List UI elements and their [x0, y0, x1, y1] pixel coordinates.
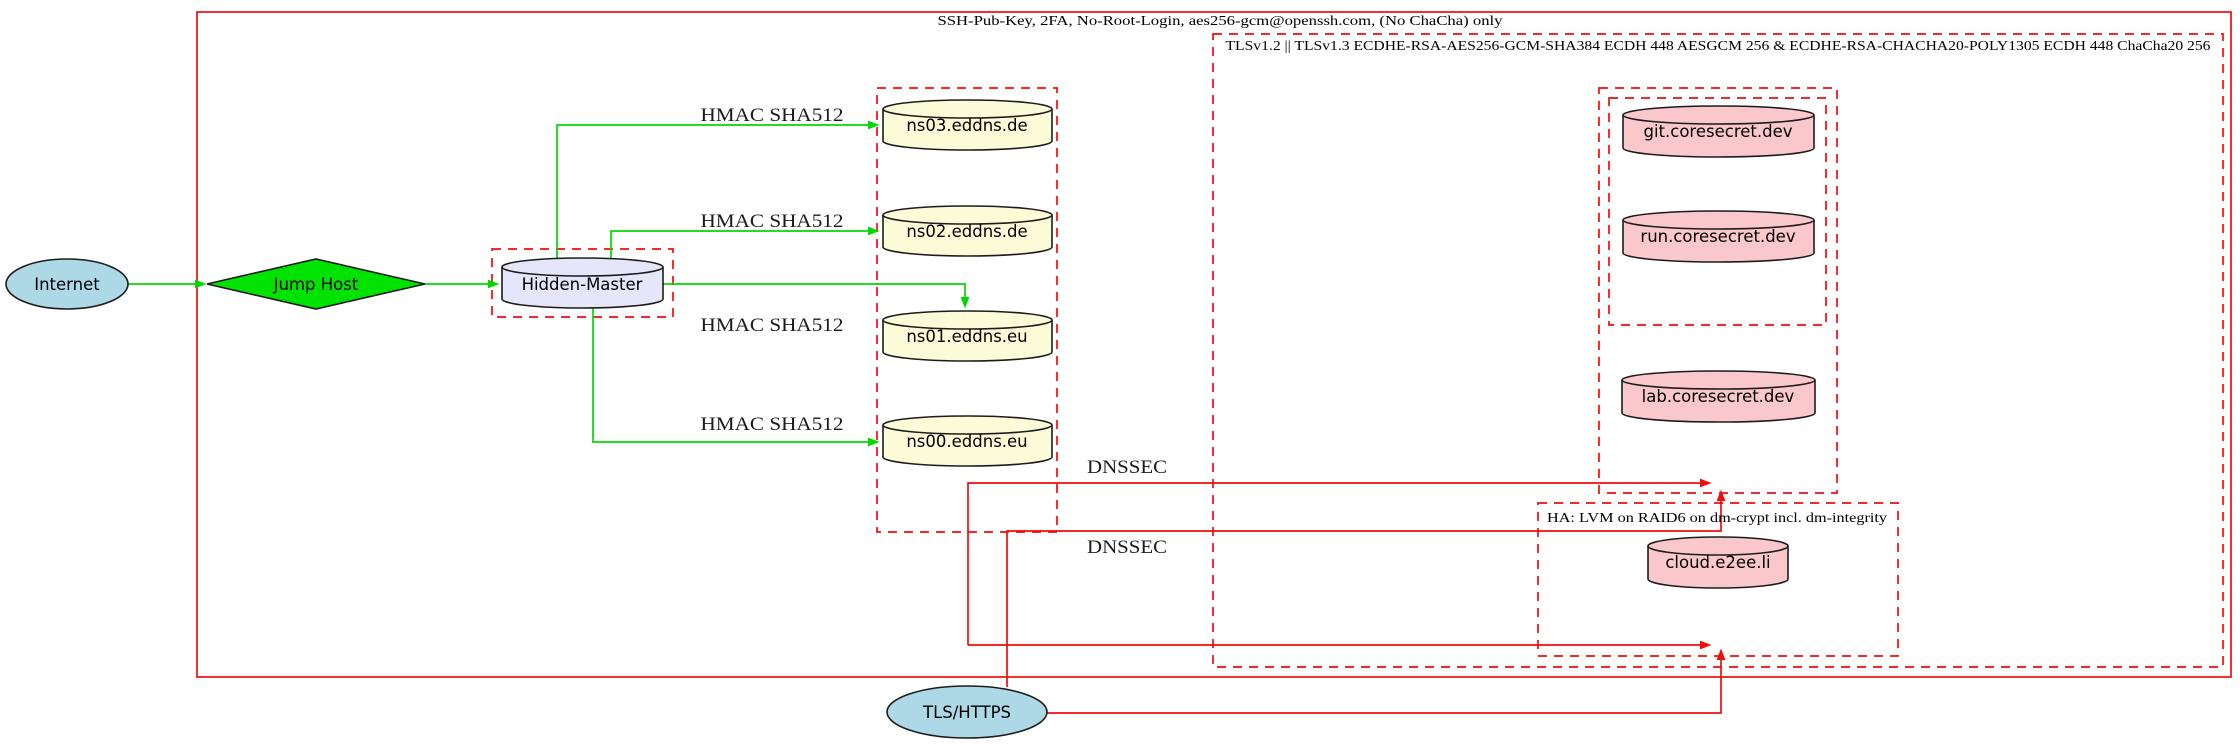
tls-cluster-label: TLSv1.2 || TLSv1.3 ECDHE-RSA-AES256-GCM-…	[1226, 39, 2211, 54]
edge-dnssec-to-coresecret	[967, 478, 1712, 645]
edge-tlshttps-to-ha	[1047, 648, 1726, 714]
cylinder-lid	[1622, 114, 1815, 125]
cylinder-body	[1647, 536, 1789, 589]
tls-cluster-box	[1212, 33, 2224, 668]
cylinder-body	[882, 205, 1053, 257]
hmac-label-ns00: HMAC SHA512	[701, 414, 844, 435]
hidden-master-node	[501, 257, 664, 309]
ns02-label: ns02.eddns.de	[906, 222, 1027, 241]
cylinder-body	[501, 257, 664, 309]
tls-https-node	[886, 685, 1048, 739]
jump-host-label: Jump Host	[273, 275, 359, 294]
cylinder-lid	[1622, 219, 1815, 230]
ns02-node	[882, 205, 1053, 257]
cylinder-lid	[882, 108, 1053, 119]
ssh-cluster-label: SSH-Pub-Key, 2FA, No-Root-Login, aes256-…	[938, 14, 1503, 29]
lab-node	[1621, 370, 1816, 423]
edge-hiddenmaster-to-ns03	[556, 120, 880, 258]
cylinder-body	[882, 99, 1053, 151]
coresecret-inner-cluster-box	[1608, 97, 1827, 326]
tls-https-label: TLS/HTTPS	[922, 703, 1011, 722]
cylinder-body	[882, 310, 1053, 362]
edge-hiddenmaster-to-ns02	[610, 226, 880, 258]
internet-label: Internet	[34, 275, 100, 294]
edge-tlshttps-to-coresecret	[1006, 489, 1726, 687]
cylinder-lid	[882, 214, 1053, 225]
dnssec-label-bottom: DNSSEC	[1087, 537, 1167, 558]
ns00-label: ns00.eddns.eu	[906, 432, 1027, 451]
lab-label: lab.coresecret.dev	[1642, 387, 1795, 406]
run-label: run.coresecret.dev	[1640, 227, 1795, 246]
jump-host-node	[206, 258, 426, 310]
git-label: git.coresecret.dev	[1643, 122, 1792, 141]
dns-cluster-box	[876, 87, 1058, 533]
ns03-node	[882, 99, 1053, 151]
cylinder-lid	[882, 319, 1053, 330]
internet-node	[5, 258, 129, 310]
cylinder-body	[1621, 370, 1816, 423]
cylinder-body	[1622, 105, 1815, 158]
dnssec-label-top: DNSSEC	[1087, 457, 1167, 478]
run-node	[1622, 210, 1815, 263]
cloud-label: cloud.e2ee.li	[1665, 553, 1770, 572]
coresecret-outer-cluster-box	[1598, 87, 1838, 494]
edge-hiddenmaster-to-ns00	[592, 308, 880, 447]
hidden-master-label: Hidden-Master	[522, 275, 643, 294]
ns03-label: ns03.eddns.de	[906, 116, 1027, 135]
hmac-label-ns01: HMAC SHA512	[701, 315, 844, 336]
ns00-node	[882, 415, 1053, 467]
cylinder-body	[882, 415, 1053, 467]
cylinder-lid	[882, 424, 1053, 435]
cylinder-lid	[1647, 545, 1789, 556]
ssh-cluster-box	[196, 11, 2232, 678]
hmac-label-ns02: HMAC SHA512	[701, 211, 844, 232]
cylinder-lid	[501, 266, 664, 277]
ns01-node	[882, 310, 1053, 362]
ns01-label: ns01.eddns.eu	[906, 327, 1027, 346]
edge-hiddenmaster-to-ns01	[663, 283, 970, 309]
cloud-node	[1647, 536, 1789, 589]
cylinder-lid	[1621, 379, 1816, 390]
ha-cluster-label: HA: LVM on RAID6 on dm-crypt incl. dm-in…	[1547, 510, 1887, 525]
cylinder-body	[1622, 210, 1815, 263]
git-node	[1622, 105, 1815, 158]
hmac-label-ns03: HMAC SHA512	[701, 105, 844, 126]
